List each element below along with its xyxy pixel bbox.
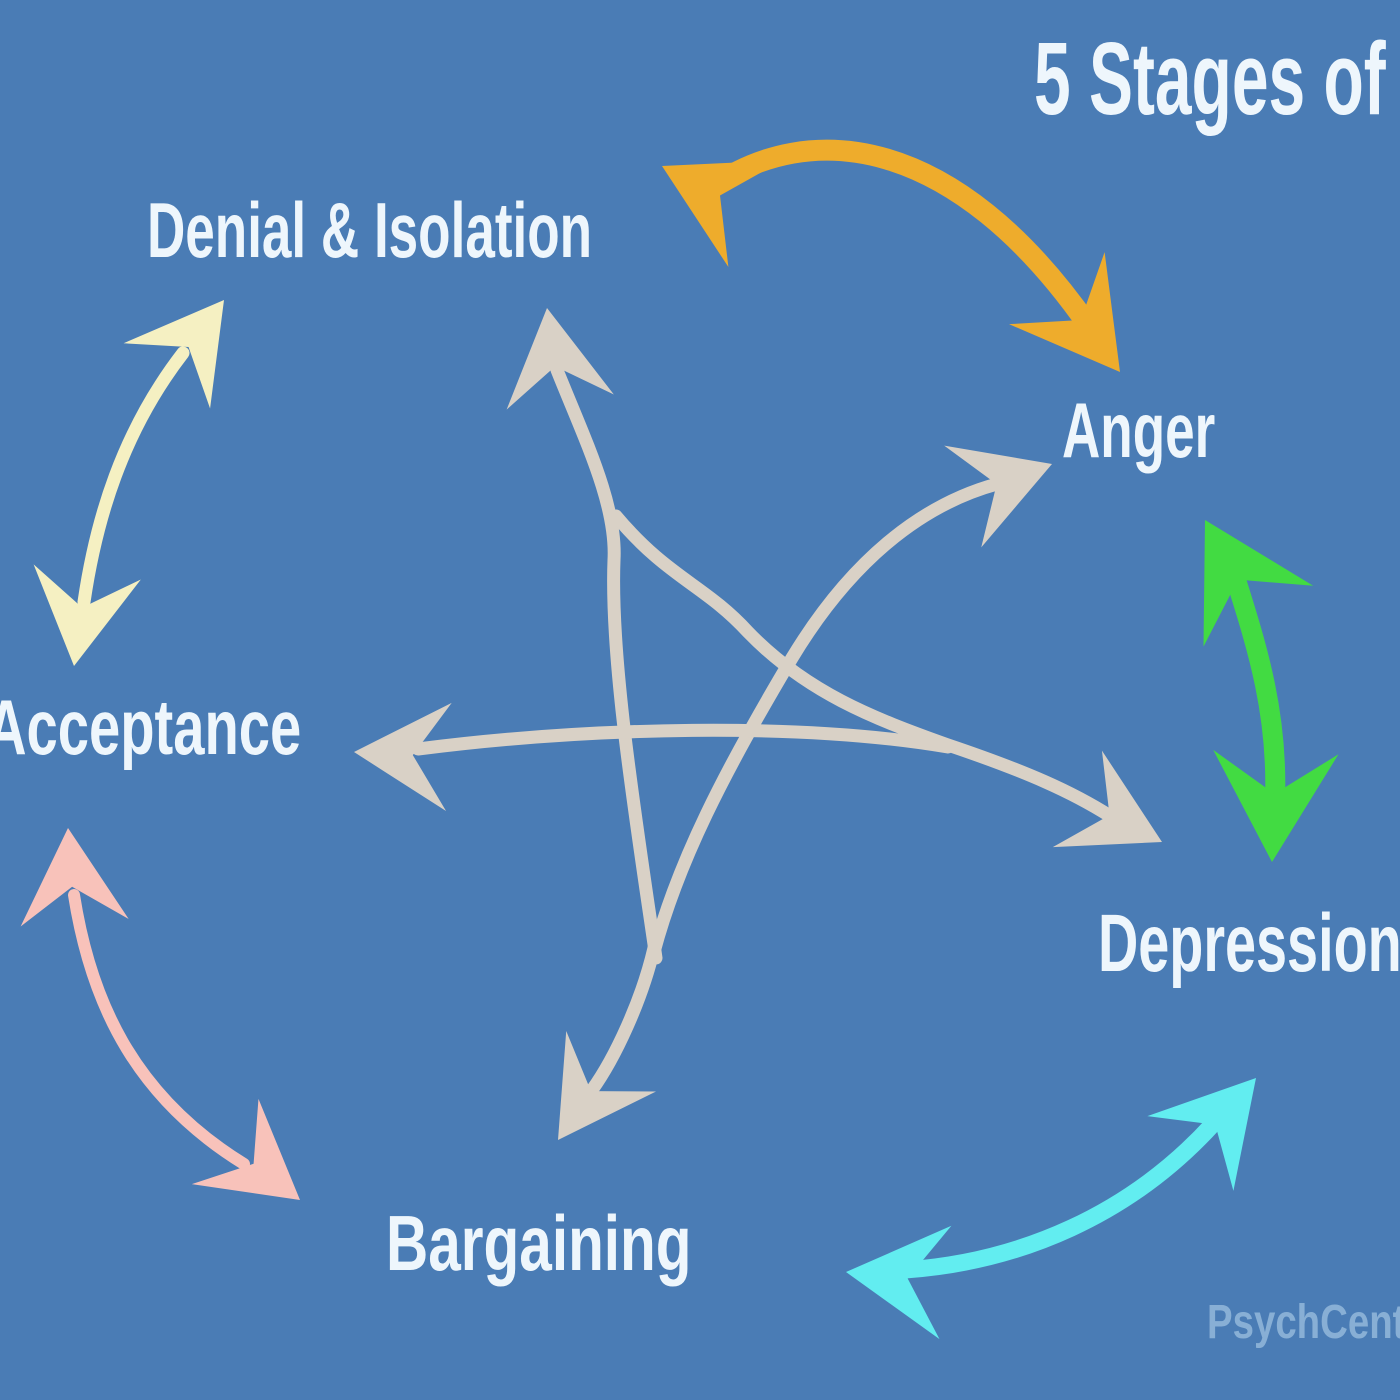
stage-label-denial: Denial & Isolation [147,191,801,269]
arrowhead-toward-bargaining-pink [191,1098,334,1243]
arrowhead-toward-acceptance-cream [20,564,141,674]
arrow-denial-anger [634,112,1168,409]
gray-arrowhead-to-anger [944,413,1071,548]
page-title-clipped [1386,21,1400,136]
gray-arrowhead-to-bargaining [513,1030,657,1171]
arrowhead-toward-bargaining-cyan [840,1215,952,1340]
center-tangle-arrows [351,300,1187,1171]
gray-arrow-to-anger-shaft [647,477,1004,959]
gray-arrow-to-acceptance-shaft [411,723,955,756]
arrowhead-toward-anger-green [1150,489,1314,647]
stage-label-acceptance: Acceptance [0,688,424,766]
gray-arrow-to-bargaining-shaft [585,941,661,1097]
arrow-depression-bargaining-shaft [896,1115,1222,1279]
stage-label-anger-text: Anger [1062,386,1216,474]
stage-label-acceptance-text: Acceptance [0,683,302,771]
arrow-acceptance-denial-shaft [77,346,190,609]
arrow-acceptance-denial [20,267,268,674]
gray-arrowhead-to-depression [1052,750,1187,891]
watermark: PsychCentral [1207,1299,1400,1347]
arrow-anger-depression [1150,489,1339,865]
stage-label-depression: Depression [1098,903,1400,985]
stage-label-bargaining: Bargaining [386,1204,793,1282]
arrow-bargaining-acceptance-shaft [68,889,250,1170]
arrow-bargaining-acceptance [13,824,334,1243]
stage-label-denial-text: Denial & Isolation [147,186,593,274]
arrowhead-toward-denial-cream [123,267,268,409]
arrow-anger-depression-shaft [1227,573,1286,810]
stage-label-anger: Anger [1062,391,1287,469]
stage-label-depression-text: Depression [1098,898,1400,989]
watermark-text: PsychCent [1207,1296,1400,1349]
arrow-depression-bargaining [840,1040,1300,1340]
stage-label-bargaining-text: Bargaining [386,1199,692,1287]
gray-arrowhead-to-denial [493,300,614,410]
arrowhead-toward-anger [1009,252,1168,409]
gray-arrow-to-denial-shaft [550,363,663,965]
page-title-text: 5 Stages of [1034,21,1386,136]
gray-arrow-to-depression-shaft [609,509,1117,823]
page-title: 5 Stages of Grief [1034,27,1400,130]
